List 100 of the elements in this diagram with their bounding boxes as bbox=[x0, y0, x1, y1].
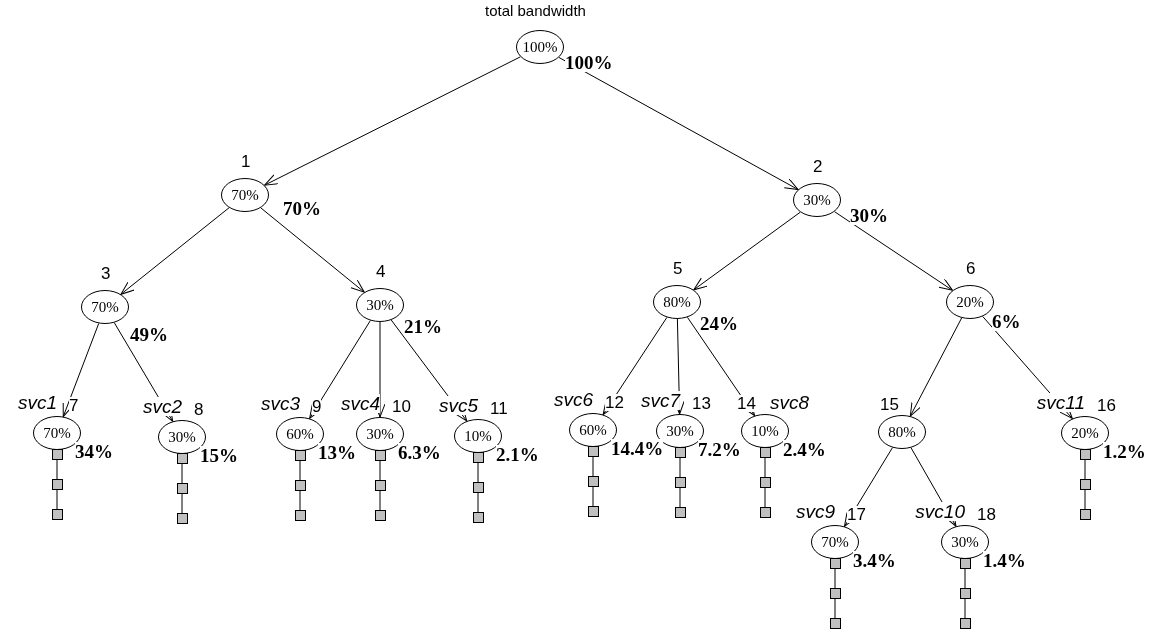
share-percent: 49% bbox=[130, 325, 168, 344]
service-label: svc4 bbox=[340, 394, 380, 413]
share-percent: 34% bbox=[75, 442, 113, 461]
connector-line bbox=[764, 487, 766, 508]
queue-square bbox=[472, 452, 484, 463]
arrow bbox=[264, 56, 521, 186]
service-label: svc8 bbox=[770, 393, 810, 412]
queue-square bbox=[374, 510, 386, 521]
connector-line bbox=[834, 568, 836, 589]
service-label: svc9 bbox=[795, 502, 835, 521]
connector-line bbox=[477, 492, 479, 513]
share-percent: 6% bbox=[992, 312, 1021, 331]
node-number: 1 bbox=[241, 153, 251, 170]
share-percent: 14.4% bbox=[611, 439, 664, 458]
queue-square bbox=[176, 483, 188, 494]
queue-square bbox=[176, 453, 188, 464]
connector-line bbox=[56, 489, 58, 510]
queue-square bbox=[51, 449, 63, 460]
connector-line bbox=[379, 460, 381, 481]
node-number: 12 bbox=[605, 394, 624, 411]
queue-square bbox=[959, 618, 971, 629]
queue-square bbox=[674, 507, 686, 518]
connector-line bbox=[379, 490, 381, 511]
share-percent: 1.4% bbox=[983, 551, 1026, 570]
connector-line bbox=[181, 493, 183, 514]
queue-square bbox=[374, 480, 386, 491]
arrow bbox=[693, 211, 801, 291]
percentage-ellipse: 30% bbox=[793, 183, 841, 217]
node-number: 11 bbox=[490, 400, 508, 417]
connector-line bbox=[56, 459, 58, 480]
queue-square bbox=[759, 447, 771, 458]
service-label: svc6 bbox=[553, 390, 593, 409]
share-percent: 6.3% bbox=[398, 443, 441, 462]
queue-square bbox=[674, 447, 686, 458]
connector-line bbox=[679, 487, 681, 508]
connector-line bbox=[1084, 489, 1086, 510]
node-number: 13 bbox=[692, 395, 711, 412]
percentage-ellipse: 70% bbox=[81, 290, 129, 324]
tree-heading: total bandwidth bbox=[485, 3, 586, 18]
node-number: 5 bbox=[673, 260, 683, 277]
node-number: 2 bbox=[813, 158, 823, 175]
share-percent: 7.2% bbox=[698, 440, 741, 459]
arrow bbox=[602, 316, 668, 416]
service-label: svc11 bbox=[1036, 393, 1085, 412]
arrow bbox=[260, 207, 365, 293]
connector-line bbox=[1084, 459, 1086, 480]
connector-line bbox=[679, 457, 681, 478]
node-number: 16 bbox=[1097, 397, 1116, 414]
queue-square bbox=[959, 588, 971, 599]
service-label: svc7 bbox=[640, 391, 680, 410]
queue-square bbox=[374, 450, 386, 461]
queue-square bbox=[472, 482, 484, 493]
percentage-ellipse: 100% bbox=[516, 30, 564, 64]
queue-square bbox=[51, 479, 63, 490]
queue-square bbox=[1079, 479, 1091, 490]
share-percent: 70% bbox=[283, 199, 321, 218]
connector-line bbox=[299, 490, 301, 511]
node-number: 4 bbox=[376, 263, 386, 280]
queue-square bbox=[829, 558, 841, 569]
queue-square bbox=[1079, 509, 1091, 520]
share-percent: 24% bbox=[700, 314, 738, 333]
connector-line bbox=[592, 456, 594, 477]
share-percent: 1.2% bbox=[1103, 442, 1146, 461]
service-label: svc10 bbox=[915, 502, 965, 521]
node-number: 6 bbox=[966, 260, 976, 277]
queue-square bbox=[674, 477, 686, 488]
node-number: 7 bbox=[69, 397, 79, 414]
percentage-ellipse: 20% bbox=[946, 285, 994, 319]
share-percent: 30% bbox=[850, 206, 888, 225]
service-label: svc2 bbox=[142, 397, 182, 416]
connector-line bbox=[181, 463, 183, 484]
connector-line bbox=[964, 568, 966, 589]
node-number: 8 bbox=[194, 401, 204, 418]
connector-line bbox=[299, 460, 301, 481]
queue-square bbox=[759, 477, 771, 488]
node-number: 14 bbox=[737, 395, 756, 412]
node-number: 18 bbox=[977, 506, 996, 523]
arrow bbox=[558, 56, 799, 191]
arrow bbox=[909, 317, 963, 417]
arrow bbox=[309, 320, 371, 419]
service-label: svc1 bbox=[17, 393, 57, 412]
queue-square bbox=[294, 510, 306, 521]
queue-square bbox=[759, 507, 771, 518]
queue-square bbox=[587, 446, 599, 457]
share-percent: 15% bbox=[200, 446, 238, 465]
service-label: svc3 bbox=[260, 394, 300, 413]
arrow bbox=[62, 322, 100, 418]
queue-square bbox=[51, 509, 63, 520]
share-percent: 21% bbox=[404, 317, 442, 336]
share-percent: 2.1% bbox=[496, 445, 539, 464]
share-percent: 13% bbox=[318, 443, 356, 462]
node-number: 15 bbox=[880, 396, 899, 413]
share-percent: 100% bbox=[565, 53, 613, 72]
queue-square bbox=[1079, 449, 1091, 460]
connector-line bbox=[834, 598, 836, 619]
arrow bbox=[120, 207, 230, 295]
percentage-ellipse: 80% bbox=[653, 285, 701, 319]
node-number: 9 bbox=[312, 398, 322, 415]
queue-square bbox=[959, 558, 971, 569]
connector-line bbox=[764, 457, 766, 478]
